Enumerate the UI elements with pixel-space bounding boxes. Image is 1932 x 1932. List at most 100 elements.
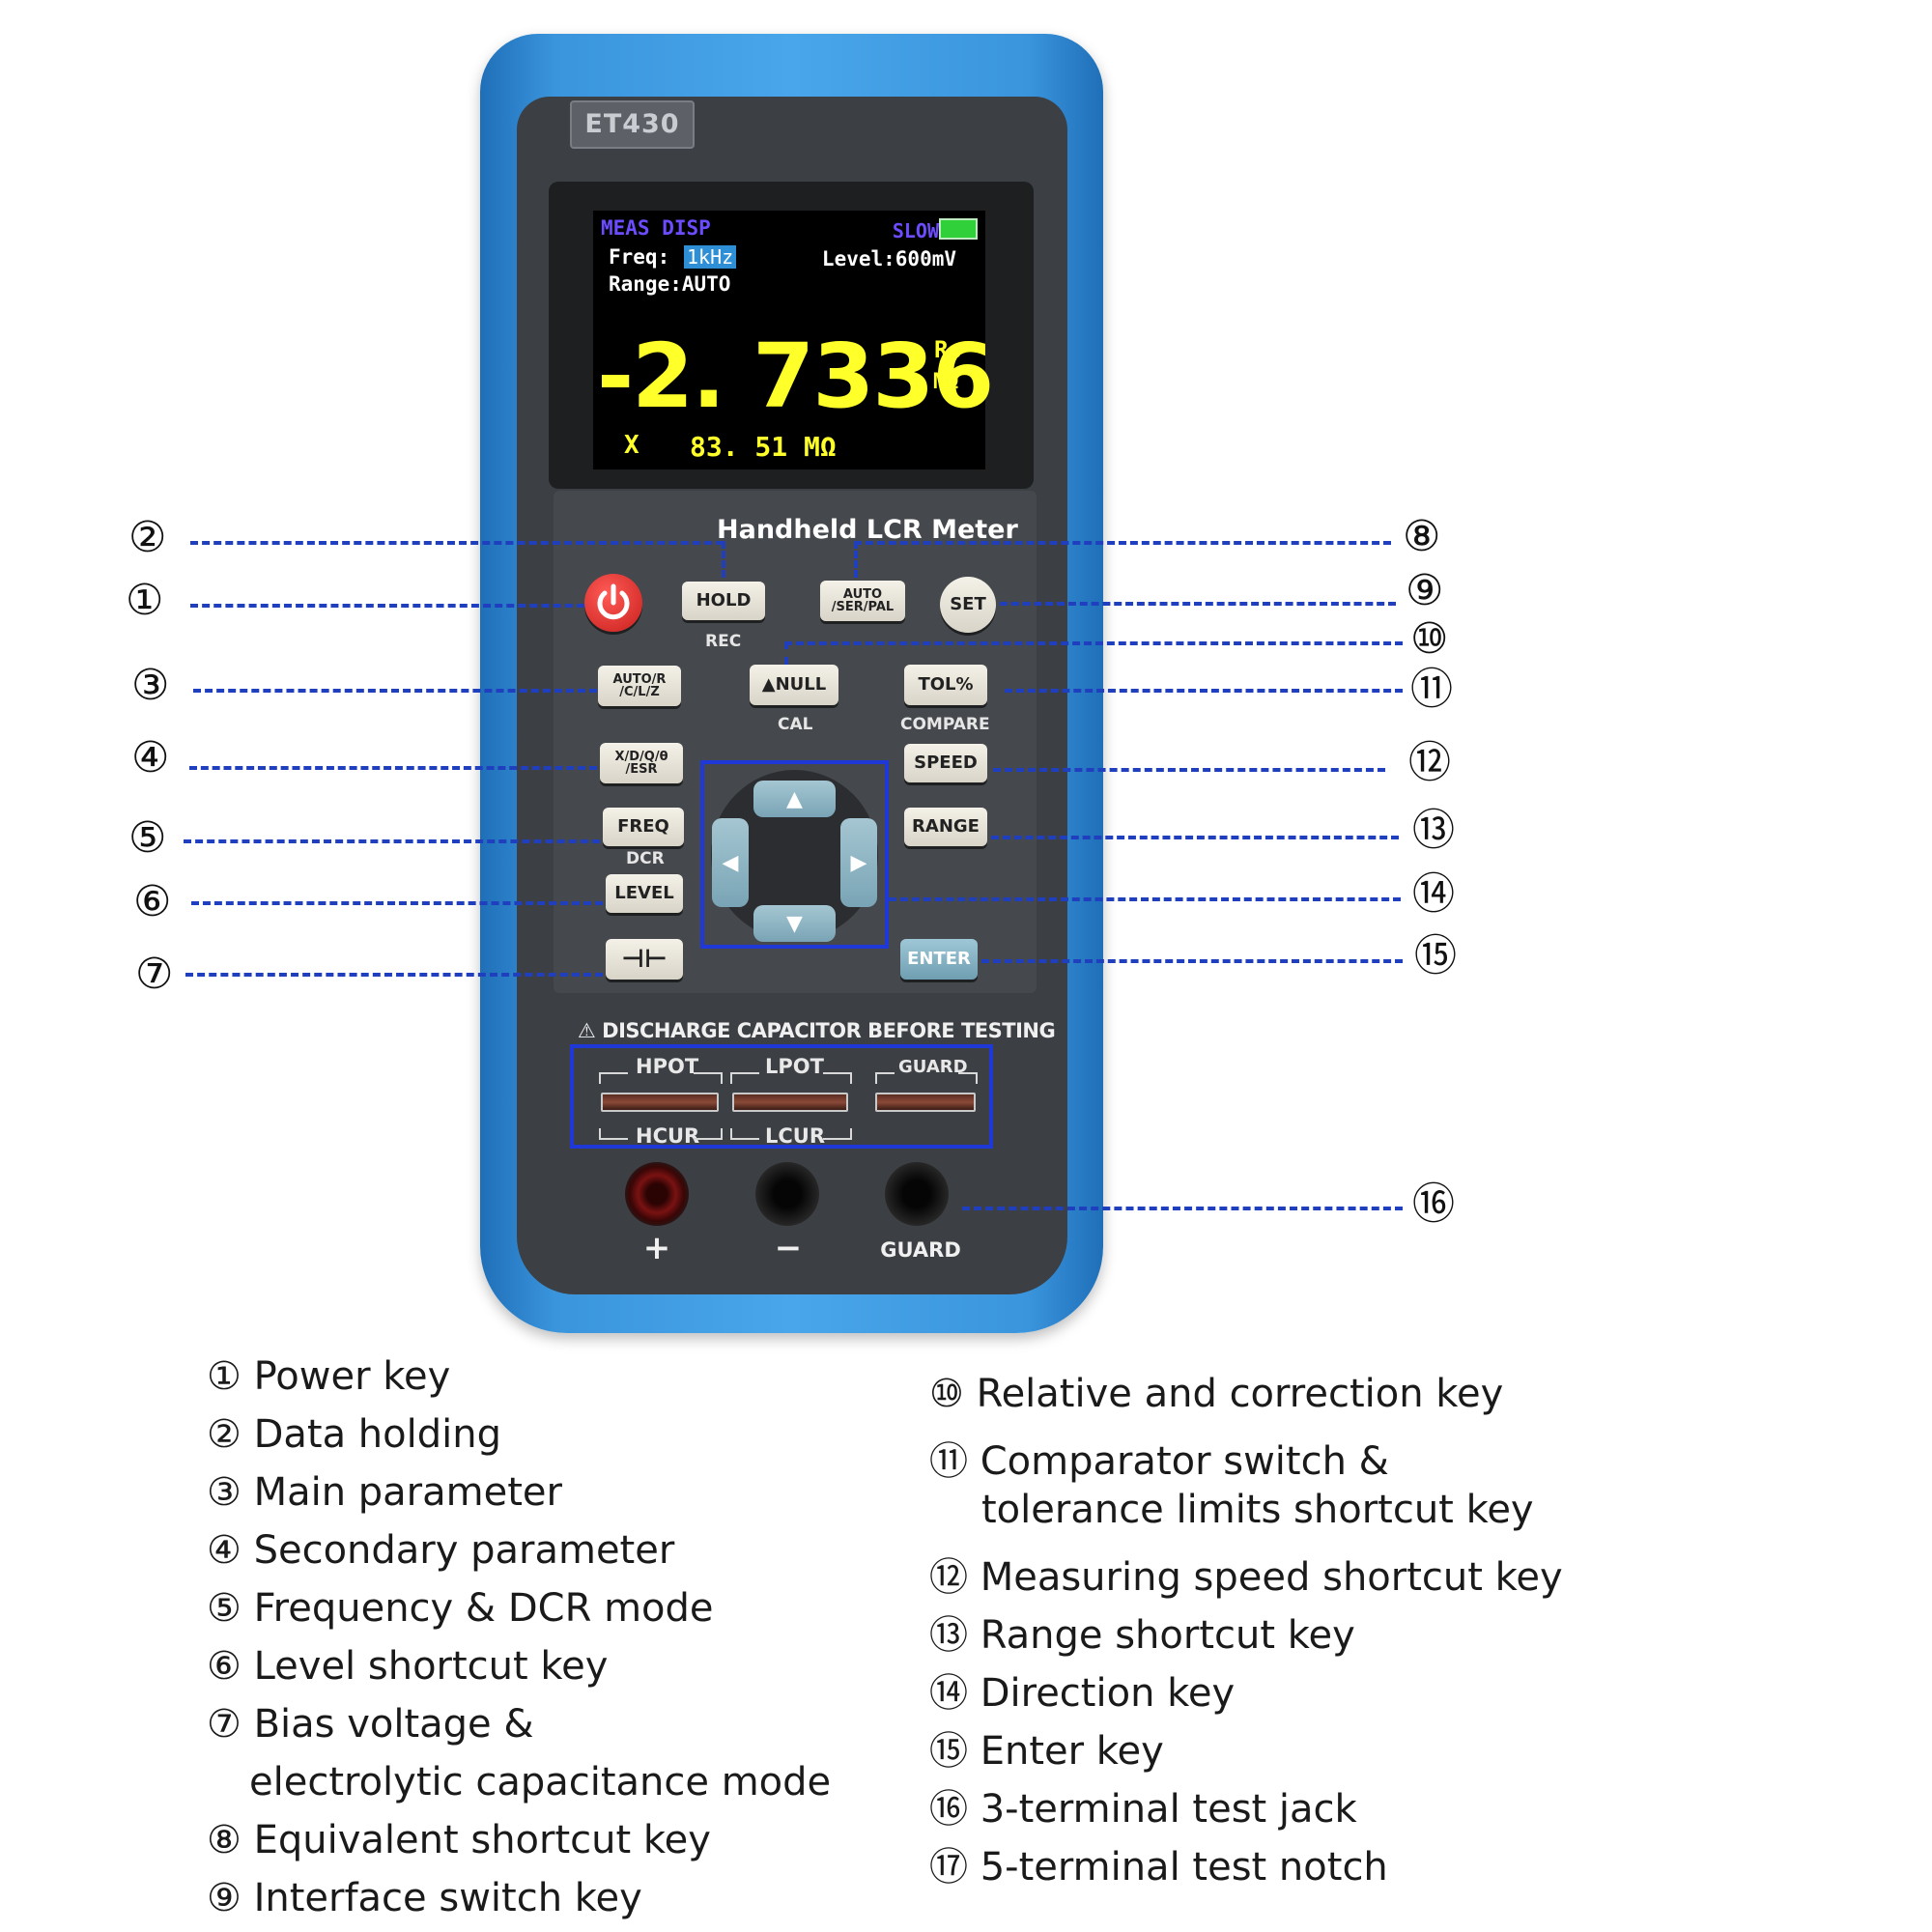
notch-slot-h[interactable] (601, 1093, 719, 1112)
guard-jack-label: GUARD (880, 1238, 961, 1262)
callout-line-3 (193, 689, 597, 693)
primary-unit: MΩ (933, 370, 959, 394)
bracket (599, 1072, 628, 1084)
callout-14: ⑭ (1412, 869, 1455, 919)
tol-button[interactable]: TOL% (904, 665, 987, 705)
tol-sub-label: COMPARE (900, 715, 990, 734)
legend-item-2: ② Data holding (207, 1412, 501, 1457)
legend-item-12: ⑫ Measuring speed shortcut key (929, 1555, 1563, 1600)
model-label: ET430 (570, 100, 695, 149)
screen-freq-value: 1kHz (684, 245, 737, 269)
down-arrow-button[interactable]: ▼ (753, 905, 836, 942)
legend-item-9: ⑨ Interface switch key (207, 1876, 642, 1920)
callout-line-14 (889, 897, 1401, 901)
hold-sub-label: REC (705, 632, 742, 651)
legend-item-6: ⑥ Level shortcut key (207, 1644, 609, 1689)
auto-r-clz-button[interactable]: AUTO/R /C/L/Z (598, 666, 681, 706)
minus-jack[interactable] (755, 1162, 819, 1226)
legend-item-8: ⑧ Equivalent shortcut key (207, 1818, 711, 1862)
discharge-warning: ⚠ DISCHARGE CAPACITOR BEFORE TESTING (578, 1019, 1056, 1042)
callout-line-4 (189, 766, 597, 770)
callout-line-6 (191, 901, 603, 905)
right-arrow-button[interactable]: ▶ (840, 818, 877, 907)
callout-2: ② (128, 513, 167, 562)
callout-4: ④ (131, 733, 170, 782)
legend-item-15: ⑮ Enter key (929, 1729, 1164, 1774)
callout-line-13 (991, 836, 1399, 839)
callout-10: ⑩ (1410, 614, 1449, 664)
legend-item-4: ④ Secondary parameter (207, 1528, 675, 1573)
device-title: Handheld LCR Meter (717, 515, 1018, 545)
screen-speed: SLOW (892, 219, 939, 242)
down-arrow-icon: ▼ (786, 911, 803, 936)
callout-13: ⑬ (1412, 806, 1455, 855)
notch-hcur-label: HCUR (636, 1124, 700, 1148)
freq-button[interactable]: FREQ (603, 808, 684, 846)
callout-7: ⑦ (135, 950, 174, 999)
callout-line-10 (784, 641, 1403, 645)
legend-item-14: ⑭ Direction key (929, 1671, 1236, 1716)
primary-reading: -2. 7336 (597, 325, 994, 428)
notch-slot-l[interactable] (732, 1093, 848, 1112)
speed-button[interactable]: SPEED (904, 744, 987, 782)
bracket (958, 1072, 978, 1084)
bias-capacitor-button[interactable]: ⊣⊢ (606, 939, 683, 980)
legend-item-16: ⑯ 3-terminal test jack (929, 1787, 1357, 1832)
left-arrow-icon: ◀ (722, 850, 739, 875)
bracket (694, 1072, 723, 1084)
callout-1: ① (126, 576, 164, 625)
notch-lpot-label: LPOT (765, 1055, 824, 1078)
legend-item-11-cont: tolerance limits shortcut key (981, 1488, 1534, 1532)
callout-12: ⑫ (1408, 738, 1451, 787)
minus-jack-label: − (774, 1229, 803, 1267)
bracket (823, 1072, 852, 1084)
null-button[interactable]: ▲NULL (750, 665, 838, 705)
left-arrow-button[interactable]: ◀ (712, 818, 749, 907)
callout-11: ⑪ (1410, 665, 1453, 714)
bracket (730, 1128, 759, 1140)
secondary-param-button[interactable]: X/D/Q/θ /ESR (600, 743, 683, 783)
callout-5: ⑤ (128, 813, 167, 863)
power-icon (597, 583, 630, 620)
callout-line-2 (190, 541, 724, 545)
screen-freq-label: Freq: (609, 245, 670, 269)
callout-line-8-drop (854, 541, 858, 578)
legend-item-11: ⑪ Comparator switch & (929, 1439, 1389, 1484)
set-button[interactable]: SET (940, 577, 996, 633)
power-button[interactable] (584, 574, 642, 632)
lcd-screen: MEAS DISP SLOW Freq: 1kHz Level:600mV Ra… (593, 211, 994, 469)
callout-line-16 (962, 1207, 1403, 1210)
legend-item-17: ⑰ 5-terminal test notch (929, 1845, 1388, 1889)
right-arrow-icon: ▶ (850, 850, 867, 875)
callout-16: ⑯ (1412, 1179, 1455, 1229)
screen-mode-label: MEAS DISP (601, 216, 711, 240)
screen-level: Level:600mV (821, 247, 956, 270)
freq-sub-label: DCR (626, 849, 665, 868)
bracket (875, 1072, 895, 1084)
callout-line-10-drop (784, 641, 788, 665)
legend-item-7: ⑦ Bias voltage & (207, 1702, 534, 1747)
notch-lcur-label: LCUR (765, 1124, 826, 1148)
callout-line-2-drop (722, 541, 725, 578)
test-notch-highlight (570, 1044, 993, 1149)
callout-9: ⑨ (1406, 566, 1444, 615)
battery-icon (939, 218, 978, 240)
level-button[interactable]: LEVEL (606, 874, 683, 913)
plus-jack[interactable] (625, 1162, 689, 1226)
notch-slot-guard[interactable] (875, 1093, 976, 1112)
legend-item-1: ① Power key (207, 1354, 451, 1399)
legend-item-10: ⑩ Relative and correction key (929, 1372, 1504, 1416)
auto-ser-pal-button[interactable]: AUTO /SER/PAL (820, 581, 905, 621)
range-button[interactable]: RANGE (904, 808, 987, 846)
enter-button[interactable]: ENTER (900, 939, 978, 980)
bracket (599, 1128, 628, 1140)
plus-jack-label: + (642, 1229, 671, 1267)
bracket (694, 1128, 723, 1140)
hold-button[interactable]: HOLD (682, 582, 765, 620)
up-arrow-button[interactable]: ▲ (753, 781, 836, 817)
callout-3: ③ (131, 661, 170, 710)
legend-item-13: ⑬ Range shortcut key (929, 1613, 1355, 1658)
guard-jack[interactable] (885, 1162, 949, 1226)
callout-line-12 (993, 768, 1385, 772)
legend-item-3: ③ Main parameter (207, 1470, 562, 1515)
